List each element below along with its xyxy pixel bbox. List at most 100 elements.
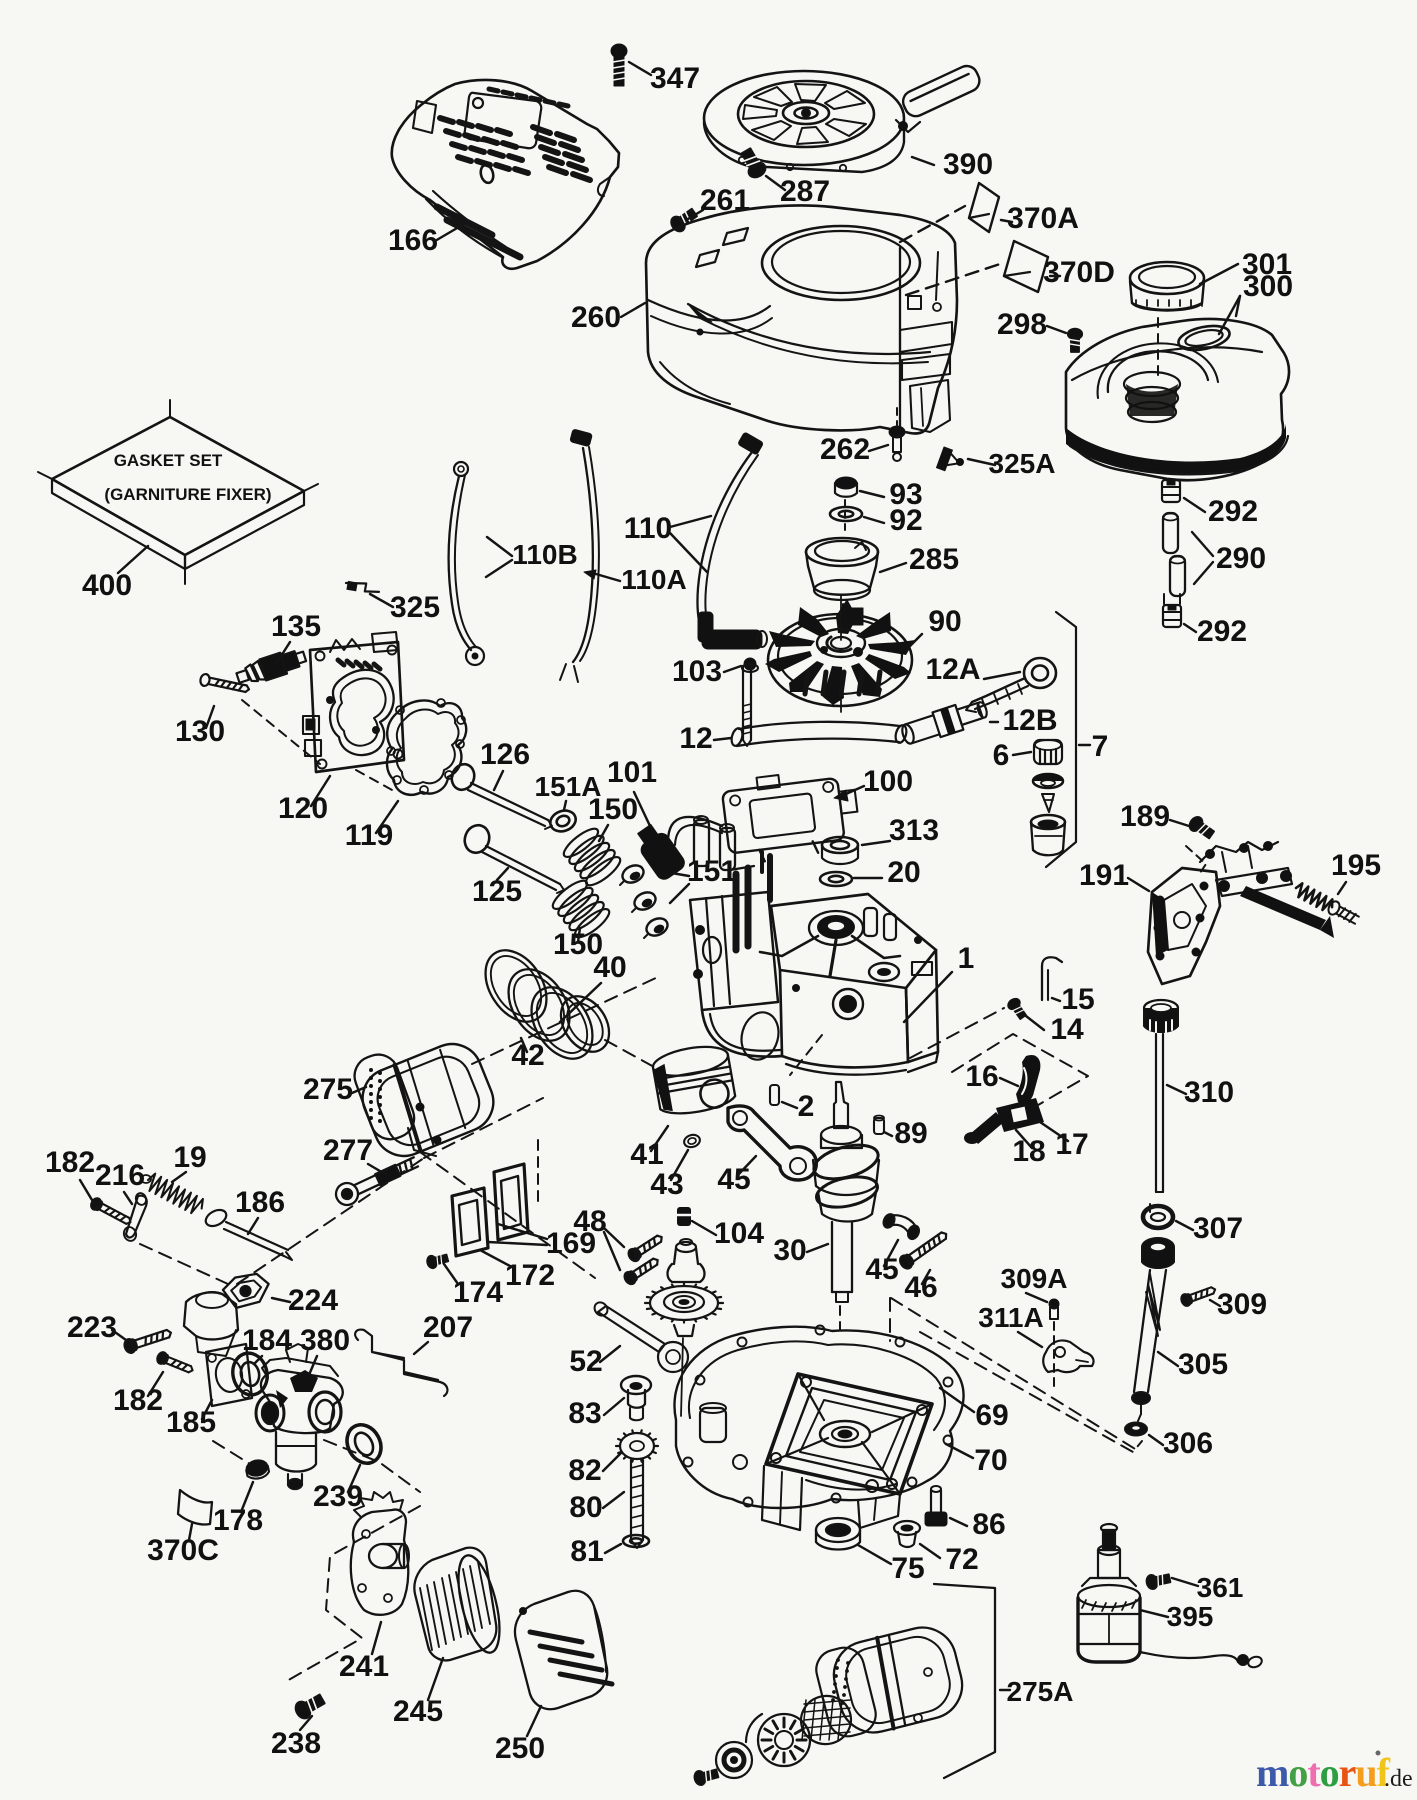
svg-text:81: 81 — [570, 1535, 603, 1568]
svg-text:40: 40 — [593, 951, 626, 984]
svg-text:275: 275 — [303, 1073, 353, 1106]
svg-text:12: 12 — [679, 722, 712, 755]
svg-text:390: 390 — [943, 148, 993, 181]
svg-text:290: 290 — [1216, 542, 1266, 575]
svg-text:238: 238 — [271, 1727, 321, 1760]
svg-text:306: 306 — [1163, 1427, 1213, 1460]
svg-text:104: 104 — [714, 1217, 764, 1250]
svg-text:245: 245 — [393, 1695, 443, 1728]
svg-text:110B: 110B — [512, 539, 577, 570]
svg-text:90: 90 — [928, 605, 961, 638]
svg-text:1: 1 — [958, 942, 975, 975]
svg-text:285: 285 — [909, 543, 959, 576]
svg-text:103: 103 — [672, 655, 722, 688]
svg-text:(GARNITURE FIXER): (GARNITURE FIXER) — [104, 485, 271, 504]
svg-text:178: 178 — [213, 1504, 263, 1537]
svg-text:30: 30 — [773, 1234, 806, 1267]
svg-text:41: 41 — [630, 1138, 663, 1171]
svg-text:287: 287 — [780, 175, 830, 208]
svg-text:400: 400 — [82, 569, 132, 602]
svg-text:43: 43 — [650, 1168, 683, 1201]
svg-text:262: 262 — [820, 433, 870, 466]
svg-text:7: 7 — [1092, 730, 1109, 763]
svg-text:100: 100 — [863, 765, 913, 798]
svg-text:92: 92 — [889, 504, 922, 537]
svg-text:216: 216 — [95, 1159, 145, 1192]
svg-text:72: 72 — [945, 1543, 978, 1576]
svg-text:325A: 325A — [989, 448, 1056, 479]
svg-text:195: 195 — [1331, 849, 1381, 882]
svg-text:120: 120 — [278, 792, 328, 825]
svg-text:185: 185 — [166, 1406, 216, 1439]
svg-text:110: 110 — [624, 512, 672, 545]
svg-text:12B: 12B — [1002, 704, 1057, 737]
svg-text:15: 15 — [1061, 983, 1094, 1016]
svg-text:184: 184 — [242, 1324, 292, 1357]
svg-text:126: 126 — [480, 738, 530, 771]
svg-text:70: 70 — [974, 1444, 1007, 1477]
svg-text:80: 80 — [569, 1491, 602, 1524]
svg-text:14: 14 — [1050, 1013, 1084, 1046]
svg-text:89: 89 — [894, 1117, 927, 1150]
svg-text:347: 347 — [650, 62, 700, 95]
svg-text:46: 46 — [904, 1271, 937, 1304]
svg-text:277: 277 — [323, 1134, 373, 1167]
svg-text:151: 151 — [687, 855, 737, 888]
svg-text:309A: 309A — [1001, 1263, 1068, 1294]
svg-text:305: 305 — [1178, 1348, 1228, 1381]
svg-text:370D: 370D — [1043, 256, 1115, 289]
svg-text:260: 260 — [571, 301, 621, 334]
svg-text:17: 17 — [1055, 1128, 1088, 1161]
svg-text:292: 292 — [1197, 615, 1247, 648]
svg-text:300: 300 — [1243, 270, 1293, 303]
svg-text:301: 301 — [1242, 248, 1292, 281]
svg-text:110A: 110A — [621, 564, 686, 595]
svg-text:19: 19 — [173, 1141, 206, 1174]
svg-text:250: 250 — [495, 1732, 545, 1765]
svg-text:174: 174 — [453, 1276, 503, 1309]
svg-text:325: 325 — [390, 591, 440, 624]
svg-text:189: 189 — [1120, 800, 1170, 833]
svg-text:166: 166 — [388, 224, 438, 257]
svg-text:182: 182 — [45, 1146, 95, 1179]
svg-text:169: 169 — [546, 1227, 596, 1260]
svg-text:18: 18 — [1012, 1135, 1045, 1168]
svg-text:130: 130 — [175, 715, 225, 748]
svg-text:223: 223 — [67, 1311, 117, 1344]
svg-text:370C: 370C — [147, 1534, 219, 1567]
svg-text:307: 307 — [1193, 1212, 1243, 1245]
svg-text:82: 82 — [568, 1454, 601, 1487]
svg-text:395: 395 — [1167, 1601, 1214, 1632]
svg-text:motoruf: motoruf — [1256, 1750, 1391, 1795]
svg-text:239: 239 — [313, 1480, 363, 1513]
svg-text:16: 16 — [965, 1060, 998, 1093]
svg-text:93: 93 — [889, 478, 922, 511]
svg-text:150: 150 — [588, 793, 638, 826]
svg-text:20: 20 — [887, 856, 920, 889]
svg-text:298: 298 — [997, 308, 1047, 341]
svg-text:370A: 370A — [1007, 202, 1079, 235]
svg-text:182: 182 — [113, 1384, 163, 1417]
svg-text:309: 309 — [1217, 1288, 1267, 1321]
svg-text:313: 313 — [889, 814, 939, 847]
svg-text:172: 172 — [505, 1259, 555, 1292]
svg-text:119: 119 — [345, 819, 393, 852]
svg-text:207: 207 — [423, 1311, 473, 1344]
svg-text:75: 75 — [891, 1552, 924, 1585]
svg-text:2: 2 — [798, 1090, 815, 1123]
svg-text:186: 186 — [235, 1186, 285, 1219]
svg-text:42: 42 — [511, 1039, 544, 1072]
svg-text:69: 69 — [975, 1399, 1008, 1432]
svg-text:12A: 12A — [925, 653, 980, 686]
svg-text:151A: 151A — [535, 771, 602, 802]
svg-text:292: 292 — [1208, 495, 1258, 528]
svg-text:86: 86 — [972, 1508, 1005, 1541]
svg-text:83: 83 — [568, 1397, 601, 1430]
svg-text:310: 310 — [1184, 1076, 1234, 1109]
svg-text:261: 261 — [700, 184, 750, 217]
svg-text:6: 6 — [993, 739, 1010, 772]
svg-text:GASKET SET: GASKET SET — [114, 451, 223, 470]
svg-text:241: 241 — [339, 1650, 389, 1683]
svg-text:275A: 275A — [1007, 1676, 1074, 1707]
svg-text:361: 361 — [1197, 1572, 1244, 1603]
